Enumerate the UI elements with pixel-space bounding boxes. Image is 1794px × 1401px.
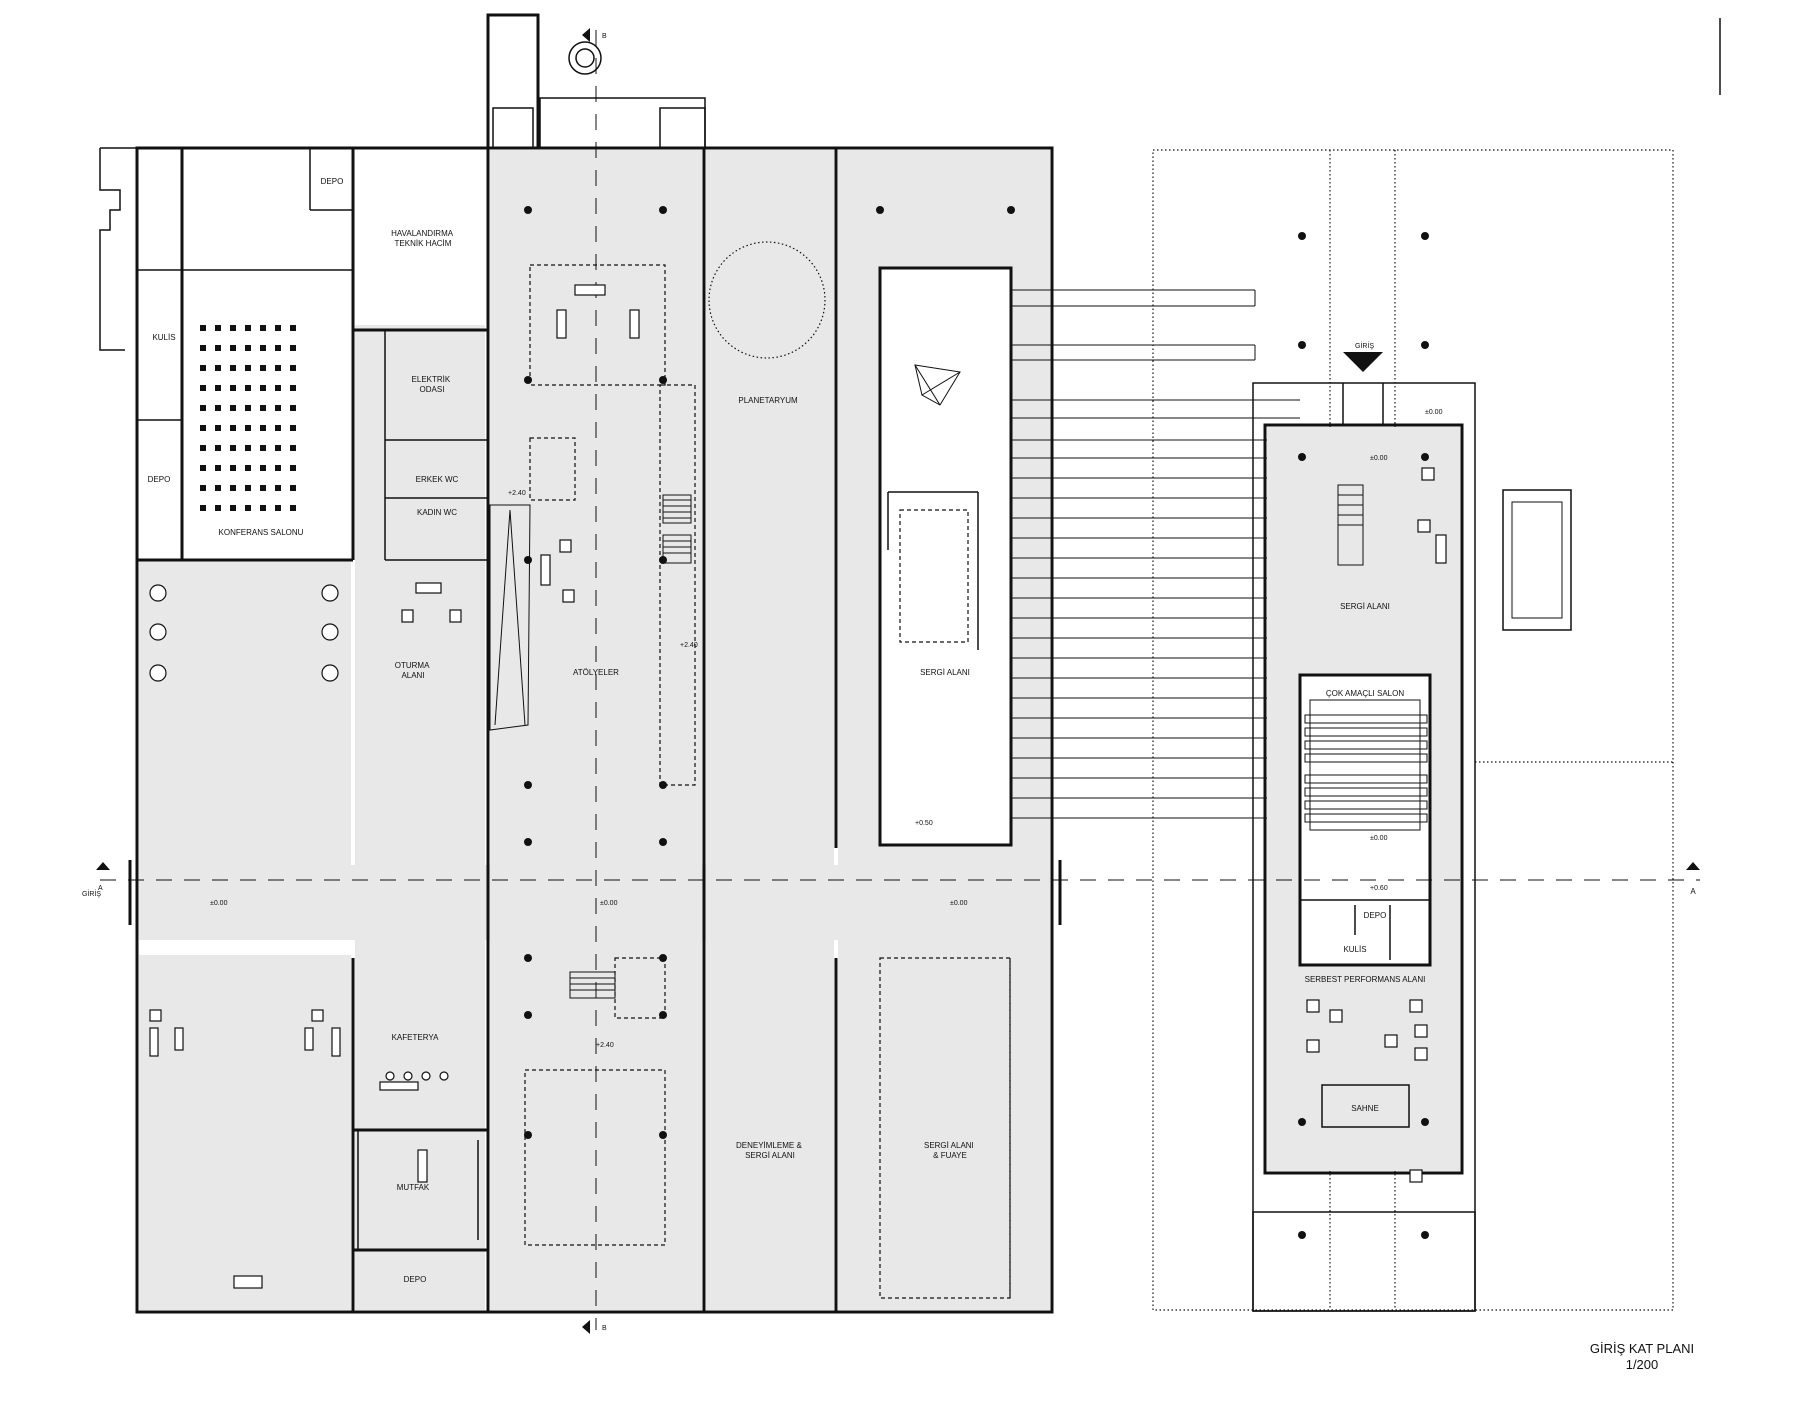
section-axis-a	[96, 862, 1700, 881]
structural-columns	[524, 206, 1429, 1239]
label-sergi-fuaye: SERGİ ALANI & FUAYE	[924, 1141, 976, 1160]
title-block: GİRİŞ KAT PLANI 1/200	[1590, 1341, 1694, 1372]
salon-seating	[1304, 714, 1428, 823]
main-building-walls	[99, 13, 1062, 1314]
label-sergi-fuaye-l2: & FUAYE	[933, 1151, 967, 1160]
label-oturma-l2: ALANI	[401, 671, 424, 680]
label-serbest: SERBEST PERFORMANS ALANI	[1305, 975, 1426, 984]
label-kadin-wc: KADIN WC	[417, 508, 457, 517]
label-mutfak: MUTFAK	[397, 1183, 430, 1192]
label-oturma: OTURMA ALANI	[395, 661, 431, 680]
label-havalandirma-l2: TEKNİK HACİM	[395, 239, 452, 248]
label-kafeterya: KAFETERYA	[392, 1033, 439, 1042]
label-havalandirma: HAVALANDIRMA TEKNİK HACİM	[391, 229, 455, 248]
label-atolyeler: ATÖLYELER	[573, 668, 619, 677]
giris-top-label: GİRİŞ	[1355, 341, 1374, 350]
label-oturma-l1: OTURMA	[395, 661, 430, 670]
level-240-b: +2.40	[680, 642, 698, 649]
section-axis-b	[582, 28, 597, 1334]
section-b-bottom-label: B	[602, 1325, 607, 1332]
label-depo-4: DEPO	[1364, 911, 1387, 920]
label-planetaryum: PLANETARYUM	[738, 396, 798, 405]
section-a-right-label: A	[1690, 887, 1696, 896]
level-000-d: ±0.00	[1425, 409, 1443, 416]
furniture	[149, 284, 1447, 1289]
label-kulis-right: KULİS	[1343, 945, 1366, 954]
label-sahne: SAHNE	[1351, 1104, 1379, 1113]
label-sergi-1: SERGİ ALANI	[920, 668, 970, 677]
dashed-zones	[524, 264, 1011, 1300]
ramp	[489, 504, 531, 731]
label-sergi-2: SERGİ ALANI	[1340, 602, 1390, 611]
annex-connection-lines	[1011, 289, 1300, 819]
room-labels: DEPO HAVALANDIRMA TEKNİK HACİM KULİS ELE…	[148, 177, 1426, 1284]
label-erkek-wc: ERKEK WC	[416, 475, 459, 484]
label-elektrik: ELEKTRİK ODASI	[412, 375, 453, 394]
giris-left-label: GİRİŞ	[82, 889, 101, 898]
label-havalandirma-l1: HAVALANDIRMA	[391, 229, 454, 238]
annex-building	[1152, 18, 1721, 1312]
conference-seats	[200, 325, 296, 511]
label-deneyimleme-l2: SERGİ ALANI	[745, 1151, 795, 1160]
main-building-floor	[139, 150, 1050, 1310]
section-b-top-label: B	[602, 33, 607, 40]
plan-title: GİRİŞ KAT PLANI	[1590, 1341, 1694, 1356]
label-deneyimleme: DENEYİMLEME & SERGİ ALANI	[736, 1141, 804, 1160]
label-depo-3: DEPO	[404, 1275, 427, 1284]
label-konferans: KONFERANS SALONU	[219, 528, 304, 537]
level-050: +0.50	[915, 820, 933, 827]
label-kulis-left: KULİS	[152, 333, 175, 342]
stairs	[569, 484, 1364, 999]
label-depo-2: DEPO	[148, 475, 171, 484]
annex-rooms	[1298, 899, 1430, 965]
section-a-left-label: A	[98, 885, 103, 892]
level-000-b: ±0.00	[600, 900, 618, 907]
level-000-a: ±0.00	[210, 900, 228, 907]
level-240-c: +2.40	[596, 1042, 614, 1049]
markers: GİRİŞ GİRİŞ A A B B	[82, 33, 1696, 1332]
label-deneyimleme-l1: DENEYİMLEME &	[736, 1141, 802, 1150]
level-000-f: ±0.00	[1370, 835, 1388, 842]
label-elektrik-l2: ODASI	[420, 385, 445, 394]
level-060: +0.60	[1370, 885, 1388, 892]
level-240-a: +2.40	[508, 490, 526, 497]
level-marks: +2.40 +2.40 +2.40 +0.50 ±0.00 ±0.00 ±0.0…	[210, 409, 1443, 1049]
level-000-c: ±0.00	[950, 900, 968, 907]
label-elektrik-l1: ELEKTRİK	[412, 375, 451, 384]
sergi-alani-room	[878, 266, 1013, 847]
level-000-e: ±0.00	[1370, 455, 1388, 462]
label-depo-1: DEPO	[321, 177, 344, 186]
label-cok-amacli: ÇOK AMAÇLI SALON	[1326, 689, 1404, 698]
plan-scale: 1/200	[1626, 1357, 1659, 1372]
label-sergi-fuaye-l1: SERGİ ALANI	[924, 1141, 974, 1150]
